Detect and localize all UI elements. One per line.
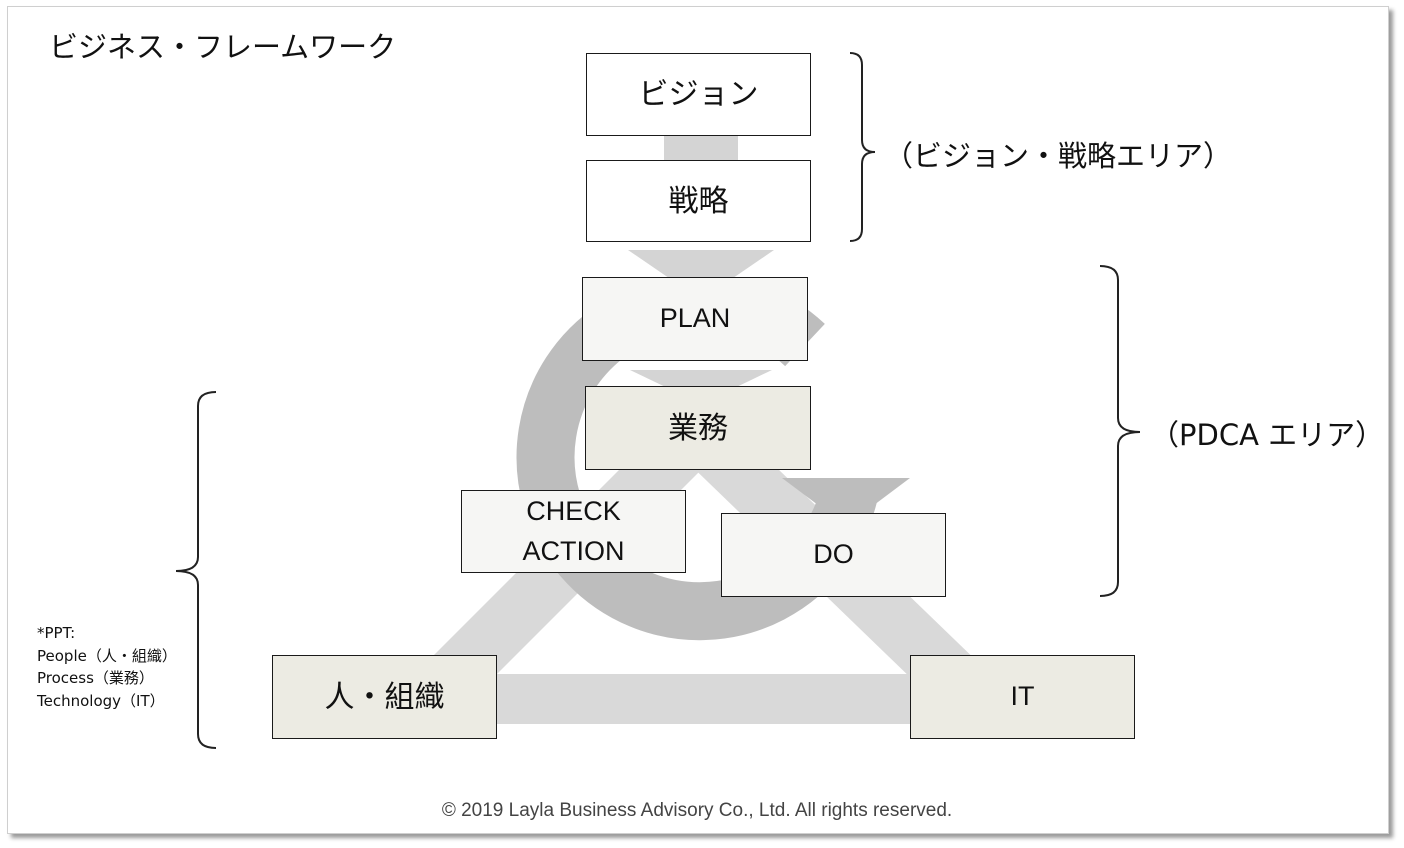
ppt-note-process: Process（業務） [37,669,154,687]
operations-label: 業務 [668,410,728,446]
operations-box: 業務 [585,386,811,470]
it-box: IT [910,655,1135,739]
ppt-note-heading: *PPT: [37,624,76,642]
page-title: ビジネス・フレームワーク [49,30,397,64]
vision-box: ビジョン [586,53,811,136]
pdca-cycle-arrowhead [782,478,910,526]
brace-pdca [1099,265,1141,597]
action-label: ACTION [522,535,625,566]
people-label: 人・組織 [324,679,445,715]
people-box: 人・組織 [272,655,497,739]
vision-label: ビジョン [638,77,759,112]
vision-strategy-area-label: （ビジョン・戦略エリア） [884,139,1233,173]
do-label: DO [813,539,854,570]
pdca-area-label: （PDCA エリア） [1150,418,1385,452]
arrow-strategy-to-plan [628,250,774,300]
it-label: IT [1010,681,1035,712]
ppt-note-people: People（人・組織） [37,646,177,665]
check-label: CHECK [526,496,621,527]
copyright-footer: © 2019 Layla Business Advisory Co., Ltd.… [441,800,953,821]
strategy-box: 戦略 [586,160,811,242]
do-box: DO [721,513,946,597]
brace-vision-strategy [849,52,876,242]
connector-people-to-it [480,674,930,724]
plan-label: PLAN [659,303,731,334]
strategy-label: 戦略 [668,183,729,219]
brace-ppt [175,391,217,749]
check-action-box: CHECK ACTION [461,490,686,573]
ppt-note: *PPT: People（人・組織） Process（業務） Technolog… [37,622,177,712]
plan-box: PLAN [582,277,808,361]
ppt-note-technology: Technology（IT） [37,691,165,710]
